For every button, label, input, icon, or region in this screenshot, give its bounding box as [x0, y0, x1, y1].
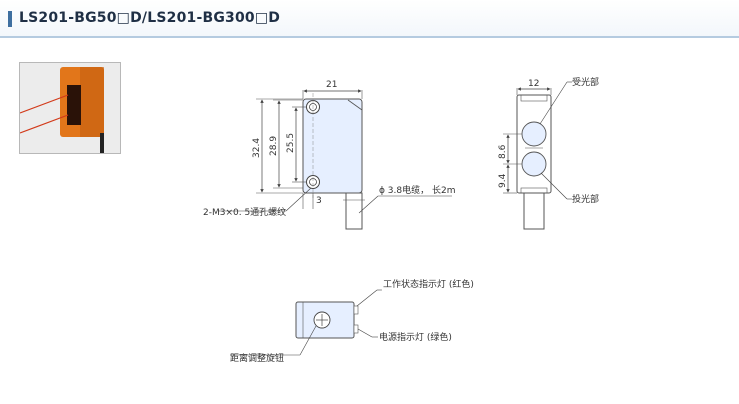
hole-thread-label: 2-M3×0. 5通孔螺纹: [203, 206, 286, 218]
sensor-photo-illustration: [20, 63, 120, 153]
dim-3: 3: [316, 196, 322, 206]
page-title: LS201-BG50□D/LS201-BG300□D: [19, 10, 281, 26]
emitter-label: 投光部: [572, 193, 599, 205]
section-header: LS201-BG50□D/LS201-BG300□D: [0, 0, 739, 38]
receiver-label: 受光部: [572, 76, 599, 88]
status-led-label: 工作状态指示灯 (红色): [383, 278, 474, 290]
sensor-lens: [67, 85, 81, 125]
cable-front: [523, 192, 545, 230]
dim-25-5: 25.5: [286, 133, 296, 153]
receiver-lens: [521, 121, 547, 147]
dim-width-12: 12: [528, 79, 539, 89]
cable-spec-label: ϕ 3.8电缆， 长2m: [379, 184, 455, 196]
power-led-label: 电源指示灯 (绿色): [379, 331, 452, 343]
knob-label: 距离调整旋钮: [230, 352, 284, 364]
top-view: 工作状态指示灯 (红色) 电源指示灯 (绿色) 距离调整旋钮: [230, 278, 474, 364]
sensor-cable: [100, 133, 104, 153]
dim-28-9: 28.9: [269, 136, 279, 156]
dim-8-6: 8.6: [498, 144, 508, 159]
header-accent-bar: [8, 11, 12, 27]
product-photo: [19, 62, 121, 154]
sensor-body-side: [302, 98, 363, 194]
dim-32-4: 32.4: [252, 138, 262, 158]
side-view: 21 32.4 28.9 25.5 3 2-M3×0. 5通孔螺纹 ϕ 3.8电…: [203, 80, 455, 230]
status-led: [353, 305, 359, 315]
power-led: [353, 324, 359, 334]
dim-width-21: 21: [326, 80, 337, 90]
front-view: 12 8.6 9.4 受光部 投光部: [498, 76, 599, 230]
dim-9-4: 9.4: [498, 173, 508, 188]
cable-side: [345, 192, 363, 230]
emitter-lens: [521, 151, 547, 177]
